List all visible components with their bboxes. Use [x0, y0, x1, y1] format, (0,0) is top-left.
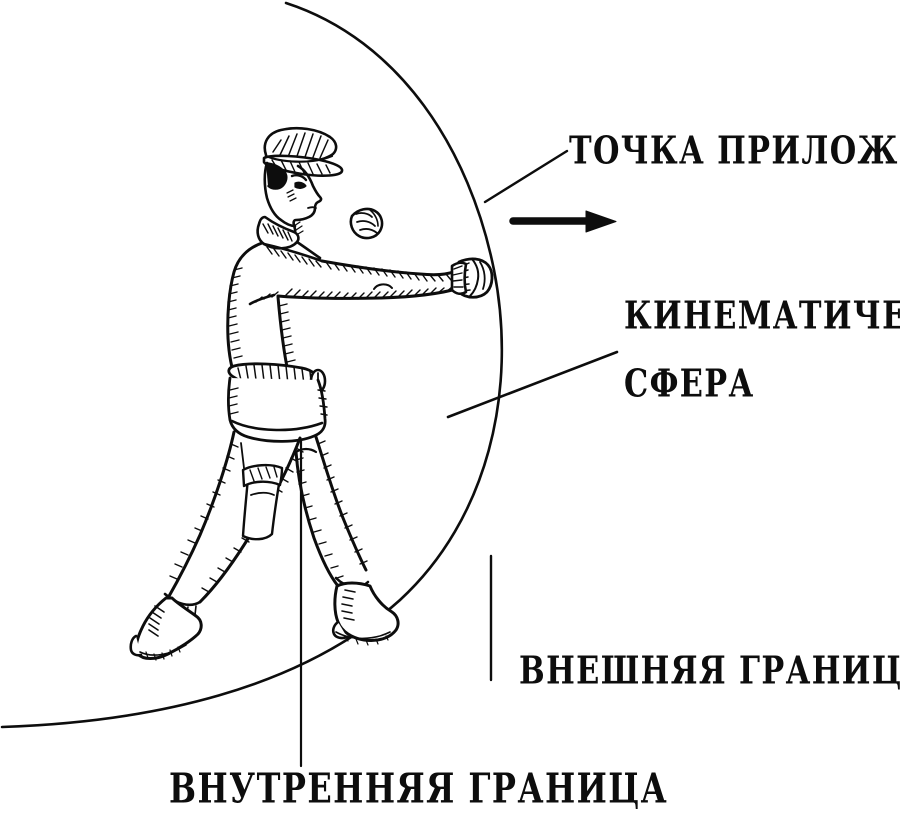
leader-line-kinematic-sphere: [446, 350, 619, 419]
soldier-figure: [129, 126, 494, 661]
label-point-of-application: ТОЧКА ПРИЛОЖЕНИЯ: [569, 126, 900, 173]
cap-icon: [262, 126, 344, 177]
punching-fist: [450, 257, 494, 299]
far-arm-fist: [349, 207, 384, 240]
hip-jacket-skirt: [227, 376, 328, 443]
rear-boot: [129, 596, 203, 661]
front-boot: [331, 581, 400, 646]
head: [263, 161, 323, 237]
rear-leg: [163, 430, 304, 618]
force-arrow-icon: [509, 210, 617, 233]
leader-line-point-of-application: [483, 149, 569, 204]
front-leg: [294, 435, 370, 600]
label-outer-boundary: ВНЕШНЯЯ ГРАНИЦА: [519, 646, 900, 693]
label-kinematic-sphere-line1: КИНЕМАТИЧЕСКАЯ: [624, 291, 900, 338]
label-kinematic-sphere-line2: СФЕРА: [624, 359, 755, 406]
label-inner-boundary: ВНУТРЕННЯЯ ГРАНИЦА: [169, 764, 669, 813]
kinematic-sphere-arc: [0, 1, 504, 729]
